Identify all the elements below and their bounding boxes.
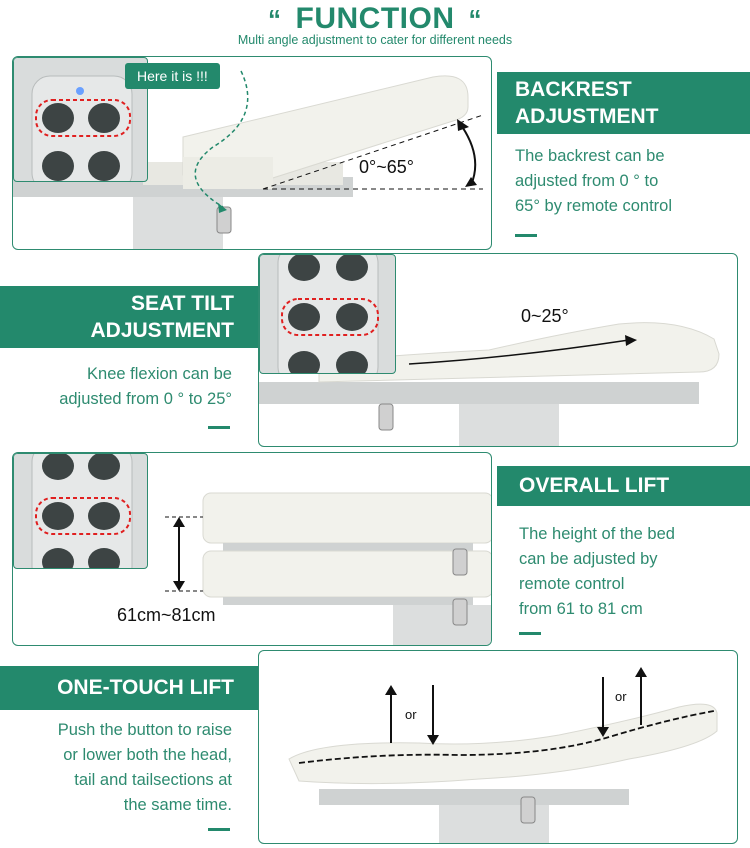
backrest-bed-illustration — [13, 70, 484, 249]
page-title: “ FUNCTION “ — [0, 2, 750, 36]
seat-tilt-angle-label: 0~25° — [521, 306, 569, 326]
overall-lift-desc-line: can be adjusted by — [519, 550, 658, 568]
one-touch-lift-title: ONE-TOUCH LIFT — [57, 676, 234, 699]
overall-lift-description: The height of the bed can be adjusted by… — [519, 522, 744, 622]
remote-closeup — [277, 255, 379, 373]
title-text: FUNCTION — [295, 2, 455, 35]
one-touch-lift-dash — [208, 828, 230, 831]
overall-lift-title-band: OVERALL LIFT — [497, 466, 750, 506]
remote-closeup — [31, 454, 133, 568]
one-touch-desc-line: Push the button to raise — [57, 721, 232, 739]
backrest-angle-label: 0°~65° — [359, 157, 414, 177]
overall-lift-bed-illustration — [165, 492, 491, 645]
seat-tilt-title-band: SEAT TILT ADJUSTMENT — [0, 286, 258, 348]
overall-lift-dash — [519, 632, 541, 635]
one-touch-desc-line: or lower both the head, — [63, 746, 232, 764]
seat-tilt-title-line1: SEAT TILT — [130, 292, 234, 315]
one-touch-or-right: or — [615, 689, 627, 704]
backrest-desc-line: 65° by remote control — [515, 197, 673, 215]
page-subtitle: Multi angle adjustment to cater for diff… — [237, 33, 513, 47]
seat-tilt-title-line2: ADJUSTMENT — [90, 319, 234, 342]
overall-lift-remote-inset — [13, 453, 148, 569]
overall-lift-image-panel: 61cm~81cm — [12, 452, 492, 646]
overall-lift-height-label: 61cm~81cm — [117, 605, 216, 625]
seat-tilt-dash — [208, 426, 230, 429]
backrest-description: The backrest can be adjusted from 0 ° to… — [515, 144, 745, 219]
one-touch-desc-line: tail and tailsections at — [74, 771, 232, 789]
one-touch-desc-line: the same time. — [123, 796, 232, 814]
backrest-image-panel: Here it is !!! 0°~65° — [12, 56, 492, 250]
quote-left: “ — [268, 4, 282, 34]
overall-lift-desc-line: from 61 to 81 cm — [519, 600, 643, 618]
remote-closeup — [31, 75, 133, 181]
overall-lift-desc-line: remote control — [519, 575, 625, 593]
backrest-remote-inset — [13, 57, 148, 182]
seat-tilt-desc-line: adjusted from 0 ° to 25° — [59, 390, 232, 408]
seat-tilt-description: Knee flexion can be adjusted from 0 ° to… — [0, 362, 232, 412]
seat-tilt-desc-line: Knee flexion can be — [87, 365, 232, 383]
one-touch-lift-description: Push the button to raise or lower both t… — [0, 718, 232, 818]
one-touch-lift-title-band: ONE-TOUCH LIFT — [0, 666, 258, 710]
seat-tilt-image-panel: 0~25° — [258, 253, 738, 447]
backrest-desc-line: adjusted from 0 ° to — [515, 172, 659, 190]
one-touch-lift-image-panel: or or — [258, 650, 738, 844]
seat-tilt-remote-inset — [259, 254, 396, 374]
quote-right: “ — [468, 4, 482, 34]
overall-lift-title: OVERALL LIFT — [519, 474, 670, 497]
one-touch-lift-bed-illustration — [288, 667, 718, 843]
backrest-title-line1: BACKREST — [515, 78, 632, 101]
backrest-title-band: BACKREST ADJUSTMENT — [497, 72, 750, 134]
backrest-desc-line: The backrest can be — [515, 147, 665, 165]
here-it-is-callout: Here it is !!! — [125, 63, 220, 89]
one-touch-or-left: or — [405, 707, 417, 722]
backrest-dash — [515, 234, 537, 237]
overall-lift-desc-line: The height of the bed — [519, 525, 675, 543]
seat-tilt-bed-illustration — [259, 322, 720, 446]
backrest-title-line2: ADJUSTMENT — [515, 105, 659, 128]
